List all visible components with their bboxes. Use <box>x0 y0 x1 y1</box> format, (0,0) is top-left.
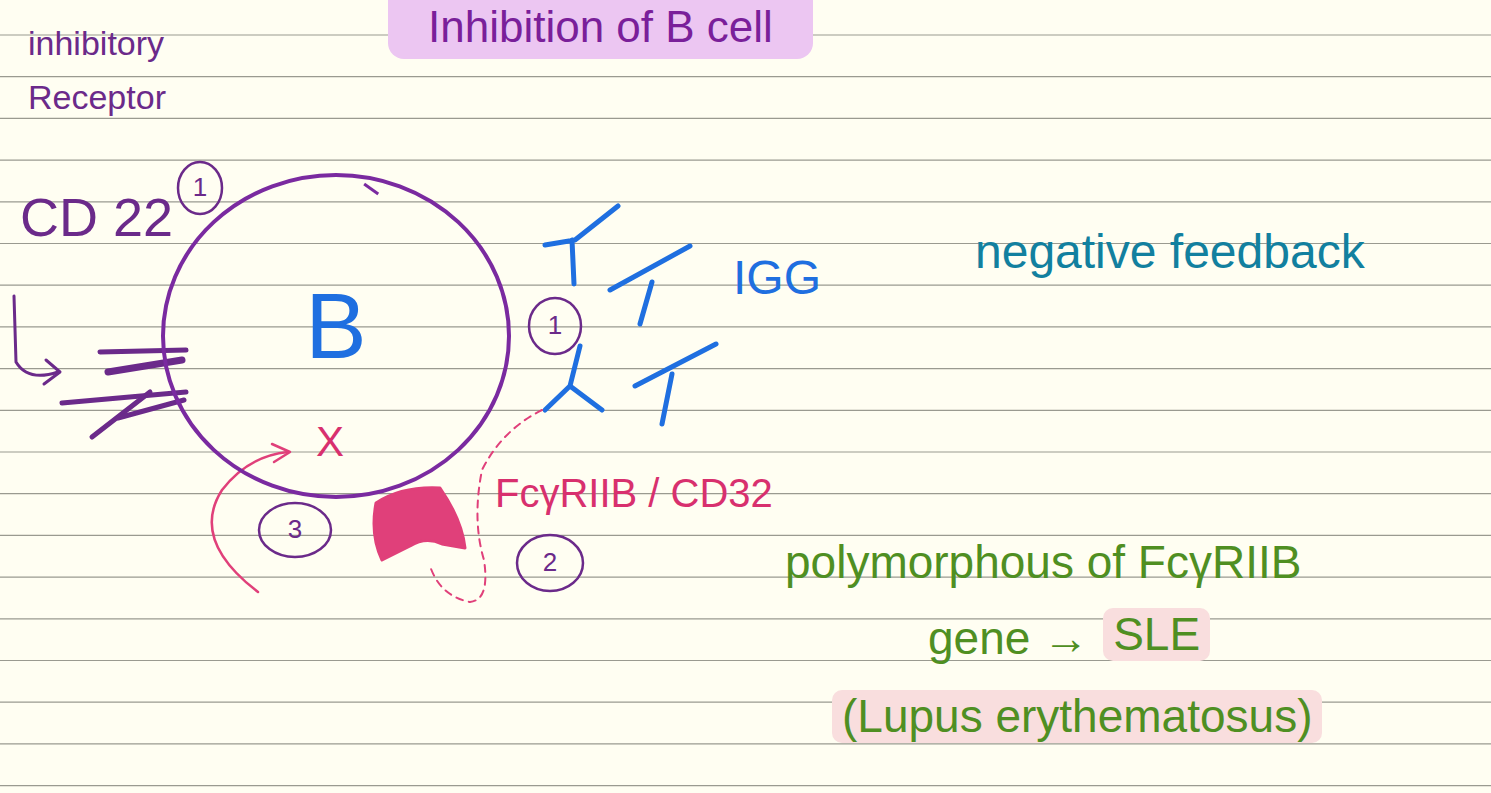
ruled-line <box>0 618 1491 619</box>
antibody-name: IGG <box>733 250 821 305</box>
ruled-lines <box>0 35 1491 786</box>
igg-antibodies <box>545 206 716 424</box>
ruled-line <box>0 743 1491 744</box>
callout-number: 3 <box>280 515 310 545</box>
note-text: inhibitory Receptor <box>28 16 228 125</box>
ruled-line <box>0 201 1491 202</box>
ruled-line <box>0 76 1491 77</box>
note-text: gene → <box>928 612 1089 665</box>
hook-arrow <box>14 296 60 384</box>
note-text: polymorphous of FcγRIIB <box>785 536 1301 589</box>
receptor-name: CD 22 <box>20 186 173 248</box>
disease-name: SLE <box>1103 608 1210 661</box>
receptor-name: FcγRIIB / CD32 <box>495 470 773 516</box>
ruled-line <box>0 535 1491 536</box>
inhibition-arrow <box>212 444 290 592</box>
cell-label: B <box>305 274 366 379</box>
inhibition-mark: X <box>316 418 344 466</box>
ruled-line <box>0 368 1491 369</box>
disease-name: (Lupus erythematosus) <box>832 690 1322 743</box>
callout-number: 2 <box>535 548 565 578</box>
ruled-line <box>0 160 1491 161</box>
ruled-line <box>0 785 1491 786</box>
ruled-line <box>0 451 1491 452</box>
callout-number: 1 <box>185 173 215 203</box>
ruled-line <box>0 410 1491 411</box>
page-title: Inhibition of B cell <box>388 0 813 59</box>
callout-number: 1 <box>540 311 570 341</box>
membrane-tick <box>364 184 378 194</box>
cell-membrane <box>163 175 509 497</box>
note-text: negative feedback <box>975 224 1365 279</box>
ruled-line <box>0 118 1491 119</box>
callout-circles <box>178 162 583 591</box>
ruled-line <box>0 326 1491 327</box>
ruled-line <box>0 660 1491 661</box>
